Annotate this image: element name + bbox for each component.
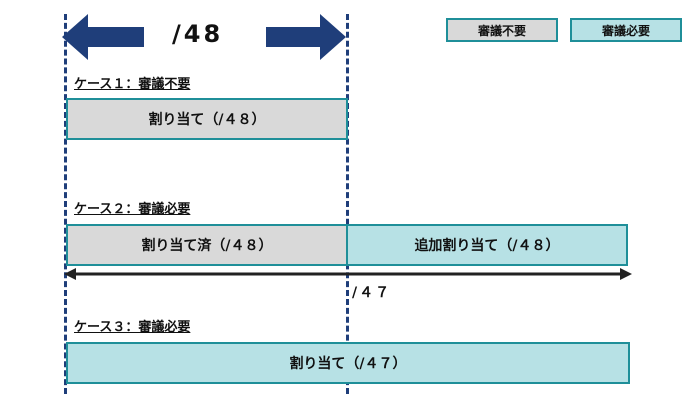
left-guide-line [64, 14, 67, 394]
right-arrow-icon [266, 14, 346, 60]
case3-label: ケース３：審議必要 [74, 320, 191, 335]
double-arrow-icon [64, 268, 632, 280]
case3-allocation-bar: 割り当て（/４７） [66, 342, 630, 384]
legend-no-approval: 審議不要 [446, 18, 558, 42]
case2-span-label: /４７ [352, 285, 392, 301]
case2-allocated-bar: 割り当て済（/４８） [66, 224, 348, 266]
left-arrow-icon [62, 14, 144, 60]
case1-allocation-bar: 割り当て（/４８） [66, 98, 348, 140]
period-label: /48 [172, 20, 224, 48]
right-guide-line [346, 14, 349, 394]
case1-label: ケース１：審議不要 [74, 77, 191, 92]
legend-approval: 審議必要 [570, 18, 682, 42]
case2-additional-bar: 追加割り当て（/４８） [346, 224, 628, 266]
case2-label: ケース２：審議必要 [74, 202, 191, 217]
